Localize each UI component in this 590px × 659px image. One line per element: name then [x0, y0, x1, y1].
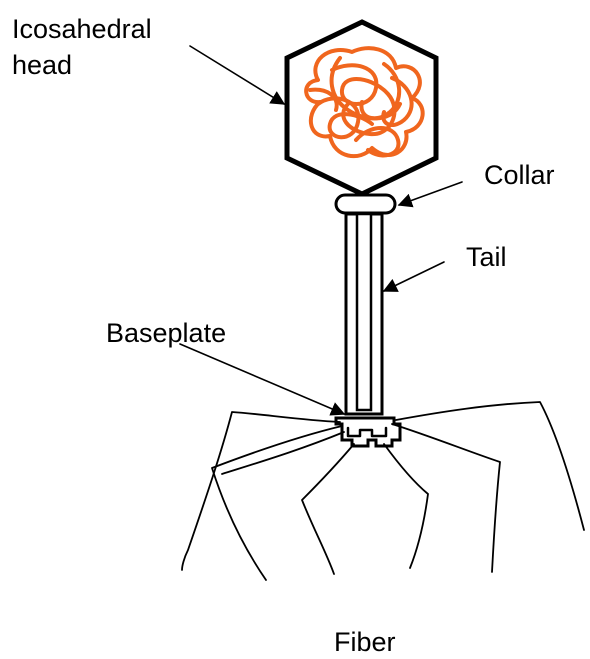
baseplate-label: Baseplate [106, 318, 226, 348]
tail-label: Tail [466, 242, 507, 272]
tail-core [357, 214, 371, 410]
fiber-4 [302, 444, 354, 574]
fiber-5 [384, 444, 428, 568]
fiber-2 [212, 426, 342, 580]
head-leader-arrow [190, 46, 284, 104]
baseplate-leader-arrow [180, 344, 344, 414]
fiber-1 [182, 412, 340, 570]
collar-leader-arrow [399, 182, 462, 205]
collar-shape [336, 195, 395, 213]
fiber-3 [222, 432, 344, 474]
fiber-7 [396, 402, 584, 530]
fiber-6 [392, 424, 500, 572]
head-label-line2: head [12, 50, 72, 80]
collar-label: Collar [484, 160, 555, 190]
head-label-line1: Icosahedral [12, 14, 152, 44]
tail-leader-arrow [384, 262, 444, 291]
baseplate-shape [336, 418, 400, 446]
fiber-label: Fiber [334, 627, 396, 657]
